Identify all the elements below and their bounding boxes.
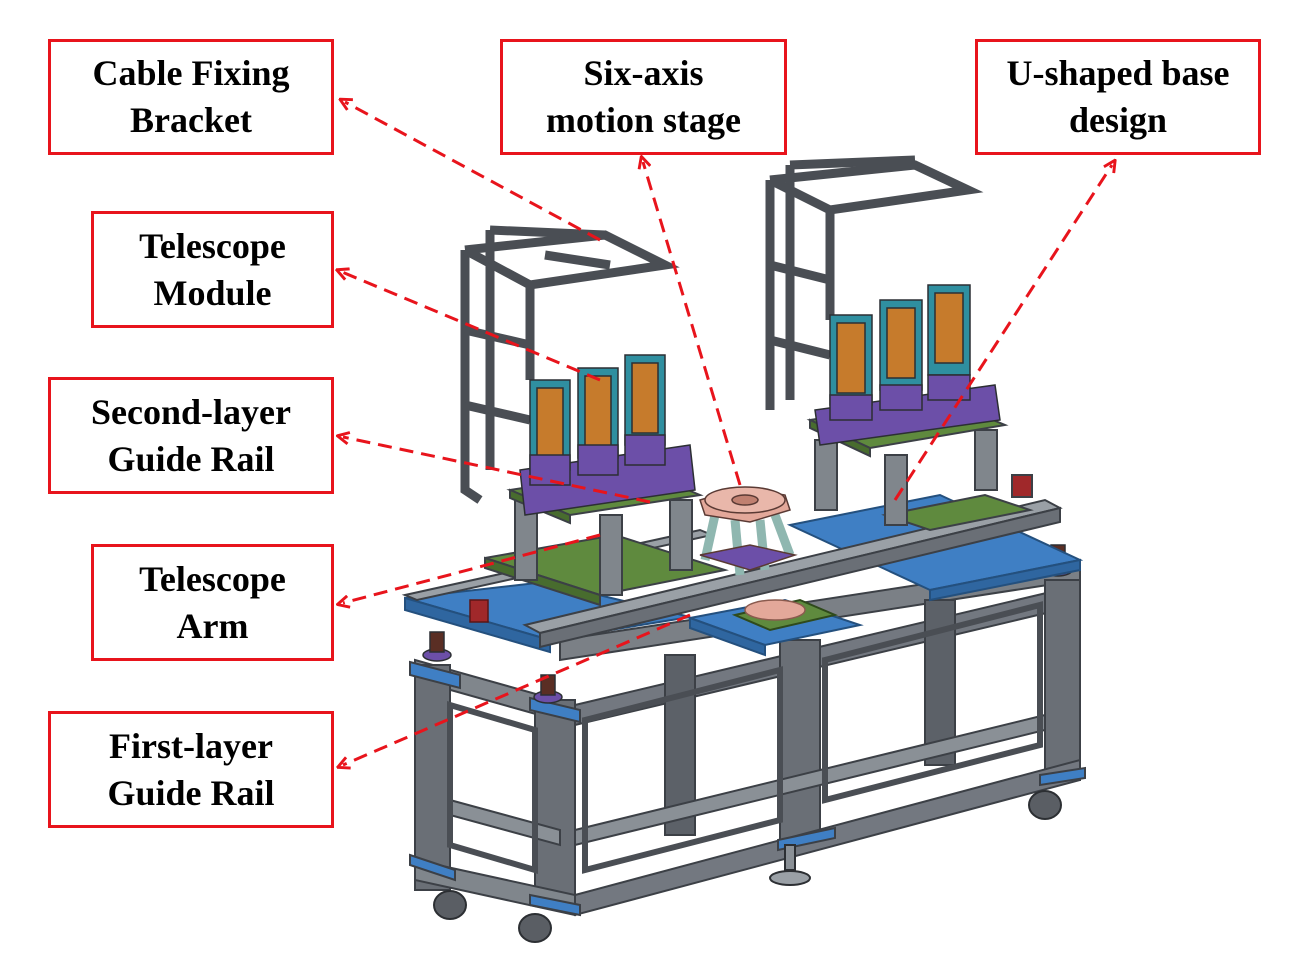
caster-wheels (433, 790, 1062, 943)
label-line-1: Six-axis (583, 53, 704, 93)
label-six-axis-motion-stage: Six-axis motion stage (500, 39, 787, 155)
label-line-1: U-shaped base (1006, 53, 1230, 93)
base-frame (409, 558, 1086, 917)
label-cable-fixing-bracket: Cable Fixing Bracket (48, 39, 334, 155)
callout-arrows (342, 102, 1112, 765)
right-tower-frame (765, 155, 984, 410)
label-first-layer-guide-rail: First-layer Guide Rail (48, 711, 334, 828)
machine-illustration (401, 155, 1086, 943)
label-line-2: design (1068, 100, 1168, 140)
label-line-2: Guide Rail (107, 772, 275, 813)
label-line-2: Bracket (130, 100, 252, 140)
label-line-1: Telescope (139, 558, 286, 599)
arrow-telescope-module (342, 272, 601, 382)
label-second-layer-guide-rail: Second-layer Guide Rail (48, 377, 334, 494)
label-line-2: Module (153, 272, 272, 313)
label-telescope-module: Telescope Module (91, 211, 334, 328)
lower-stage-disk (744, 599, 806, 621)
left-telescope-modules (519, 354, 696, 516)
six-axis-stage (699, 486, 798, 576)
label-line-1: Second-layer (91, 391, 291, 432)
label-line-2: motion stage (546, 100, 741, 140)
right-telescope-modules (814, 284, 1001, 446)
arrow-telescope-arm (343, 533, 601, 603)
label-telescope-arm: Telescope Arm (91, 544, 334, 661)
label-line-1: Cable Fixing (92, 53, 290, 93)
arrow-cable-fixing-bracket (345, 102, 601, 242)
arrow-six-axis-stage (643, 162, 742, 486)
label-line-2: Arm (176, 605, 249, 646)
arrow-u-shaped-base (893, 165, 1112, 501)
label-line-1: First-layer (109, 725, 273, 766)
label-u-shaped-base-design: U-shaped base design (975, 39, 1261, 155)
left-cable-bracket (469, 599, 489, 623)
label-line-1: Telescope (139, 225, 286, 266)
arrow-first-layer-guide-rail (343, 613, 691, 765)
arrow-second-layer-guide-rail (343, 437, 651, 504)
label-line-2: Guide Rail (107, 438, 275, 479)
